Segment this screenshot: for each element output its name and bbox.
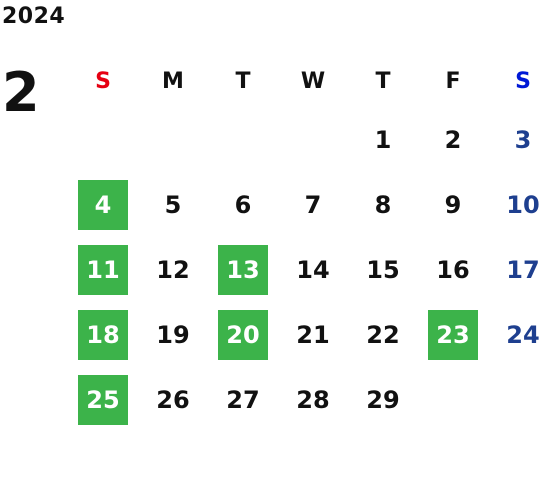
day-number [288, 115, 338, 165]
day-cell: 9 [418, 172, 488, 237]
day-number: 26 [156, 385, 190, 414]
day-cell: 8 [348, 172, 418, 237]
day-number: 24 [506, 320, 540, 349]
day-cell: 10 [488, 172, 548, 237]
day-number: 29 [366, 385, 400, 414]
day-number: 21 [296, 320, 330, 349]
day-cell [208, 107, 278, 172]
day-cell: 21 [278, 302, 348, 367]
day-cell: 4 [68, 172, 138, 237]
day-cell: 27 [208, 367, 278, 432]
day-cell [488, 367, 548, 432]
day-number [428, 375, 478, 425]
day-number: 4 [78, 179, 128, 230]
day-cell: 2 [418, 107, 488, 172]
day-number: 2 [444, 125, 462, 154]
day-cell: 14 [278, 237, 348, 302]
day-number: 28 [296, 385, 330, 414]
day-number: 13 [218, 244, 268, 295]
day-cell [418, 367, 488, 432]
day-number: 17 [506, 255, 540, 284]
day-cell: 17 [488, 237, 548, 302]
day-cell: 16 [418, 237, 488, 302]
weekday-header-mon: M [162, 68, 184, 94]
day-number: 9 [444, 190, 462, 219]
day-number: 16 [436, 255, 470, 284]
day-cell: 13 [208, 237, 278, 302]
weekday-header-sat: S [515, 68, 531, 94]
day-number [78, 115, 128, 165]
day-number: 20 [218, 309, 268, 360]
day-cell: 11 [68, 237, 138, 302]
weekday-header-sun: S [95, 68, 111, 94]
day-number: 25 [78, 374, 128, 425]
weekday-header-fri: F [445, 68, 461, 94]
day-number: 22 [366, 320, 400, 349]
day-cell [278, 107, 348, 172]
day-cell: 7 [278, 172, 348, 237]
day-cell: 18 [68, 302, 138, 367]
day-number: 5 [164, 190, 182, 219]
day-number: 6 [234, 190, 252, 219]
month-number: 2 [2, 61, 40, 124]
day-number: 15 [366, 255, 400, 284]
day-cell: 5 [138, 172, 208, 237]
day-cell: 12 [138, 237, 208, 302]
day-number: 1 [374, 125, 392, 154]
weekday-header-wed: W [300, 68, 326, 94]
day-number: 18 [78, 309, 128, 360]
day-number: 27 [226, 385, 260, 414]
day-number: 19 [156, 320, 190, 349]
day-cell: 20 [208, 302, 278, 367]
day-number: 11 [78, 244, 128, 295]
day-number: 14 [296, 255, 330, 284]
year-label: 2024 [2, 4, 66, 29]
weekday-header-tue: T [235, 68, 251, 94]
calendar-grid: S M T W T F S 1 2 3 4 5 6 7 8 9 10 11 12… [68, 55, 548, 432]
day-cell: 6 [208, 172, 278, 237]
day-cell: 22 [348, 302, 418, 367]
day-cell: 28 [278, 367, 348, 432]
day-number [148, 115, 198, 165]
day-number: 7 [304, 190, 322, 219]
day-number: 10 [506, 190, 540, 219]
day-cell: 26 [138, 367, 208, 432]
day-cell: 29 [348, 367, 418, 432]
day-cell: 25 [68, 367, 138, 432]
day-number: 23 [428, 309, 478, 360]
day-number: 3 [514, 125, 532, 154]
day-cell [68, 107, 138, 172]
day-number [218, 115, 268, 165]
day-cell: 19 [138, 302, 208, 367]
day-number: 12 [156, 255, 190, 284]
day-number: 8 [374, 190, 392, 219]
day-cell: 3 [488, 107, 548, 172]
day-cell: 24 [488, 302, 548, 367]
day-cell [138, 107, 208, 172]
day-cell: 23 [418, 302, 488, 367]
day-cell: 1 [348, 107, 418, 172]
weekday-header-thu: T [375, 68, 391, 94]
day-number [498, 375, 548, 425]
day-cell: 15 [348, 237, 418, 302]
